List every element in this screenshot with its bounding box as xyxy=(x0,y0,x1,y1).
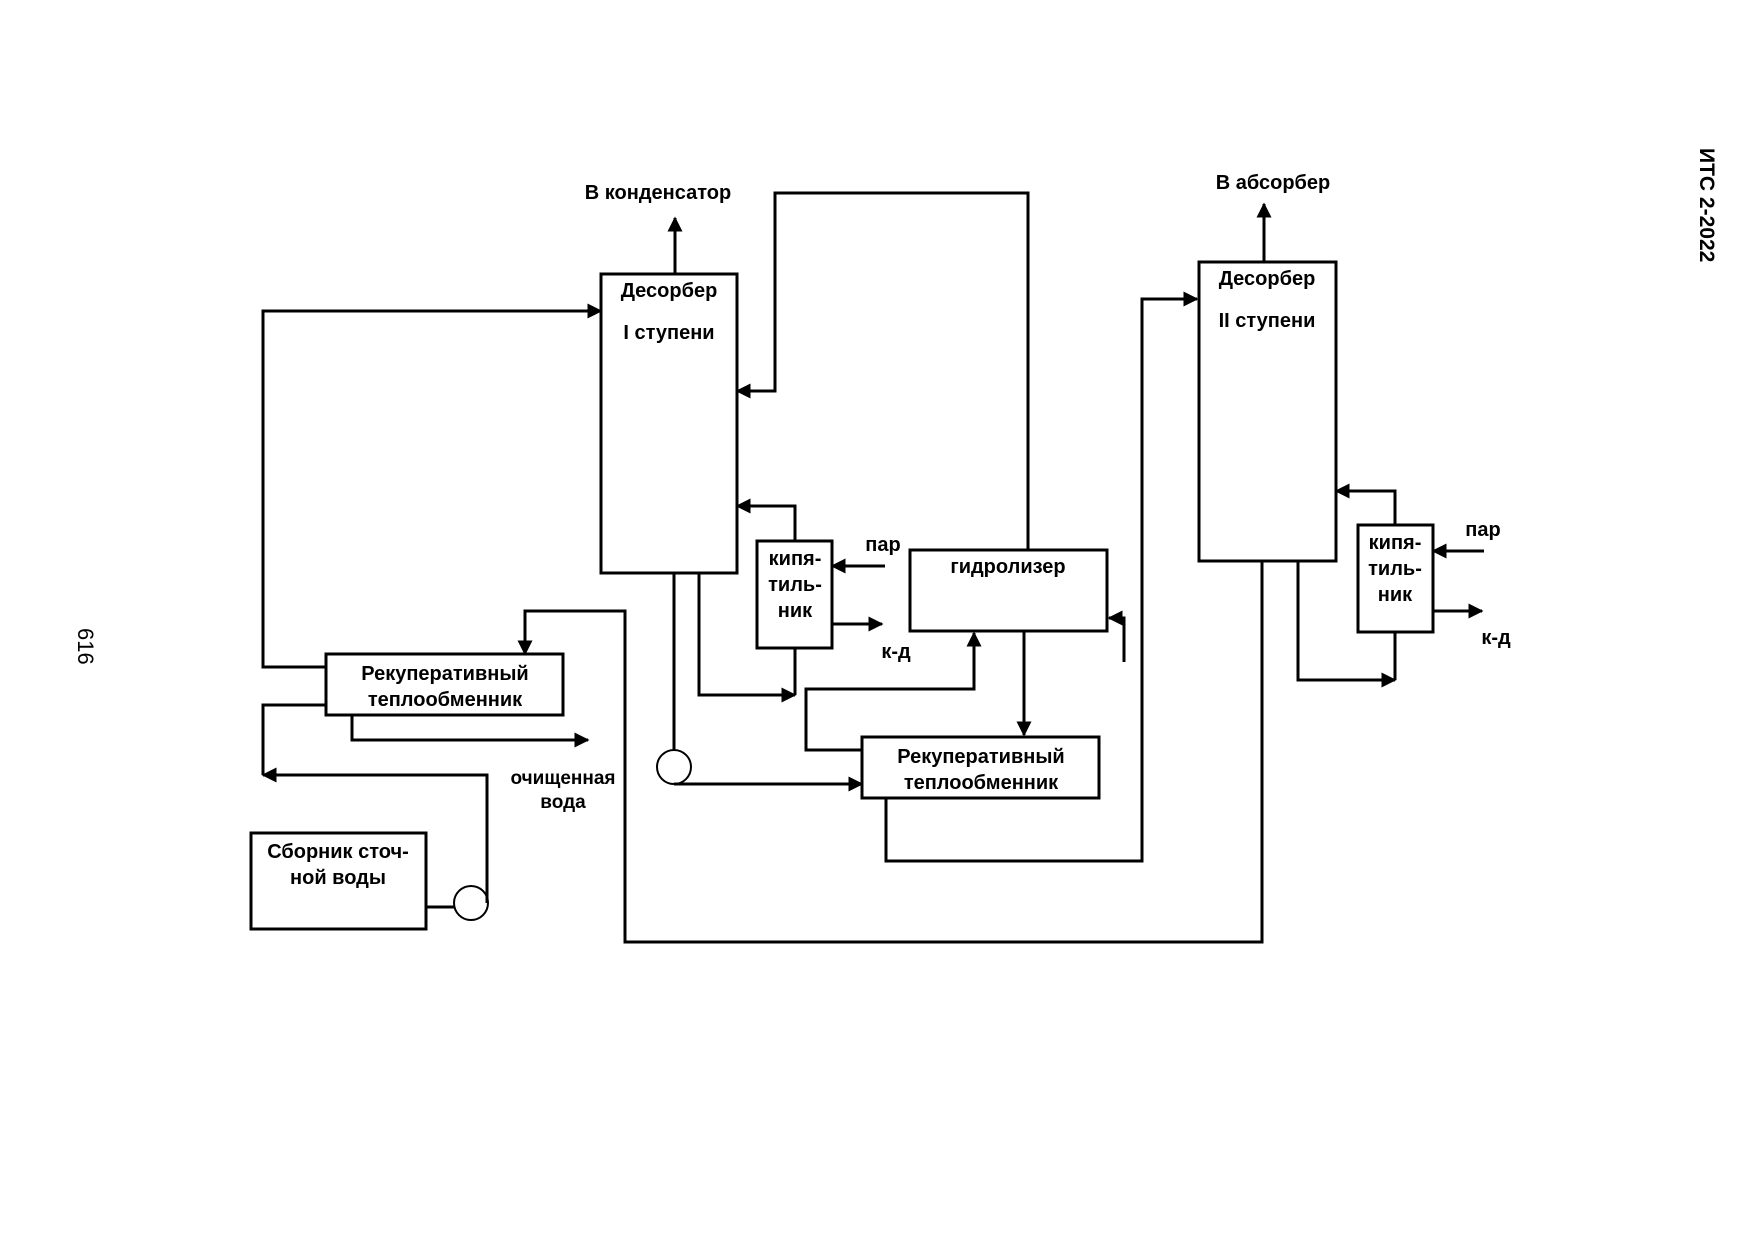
wastewater-collector xyxy=(249,831,428,931)
desorber-2-label-1: Десорбер xyxy=(1219,268,1316,290)
collector-label-1: Сборник сточ- xyxy=(267,841,409,863)
condensate-2-label: к-д xyxy=(1481,627,1511,649)
hydrolyzer xyxy=(908,548,1109,633)
to-absorber-label: В абсорбер xyxy=(1216,172,1330,194)
purified-water-label-2: вода xyxy=(540,792,586,813)
desorber-2-label-2: II ступени xyxy=(1219,310,1316,332)
heat-exchanger-2-label-2: теплообменник xyxy=(904,772,1059,794)
reboiler-2-label-2: тиль- xyxy=(1368,558,1422,580)
flow-desorber-2-to-reboiler-2 xyxy=(1296,561,1397,688)
flow-desorber-2-to-he1 xyxy=(517,561,1264,944)
pump-desorber-1 xyxy=(656,749,692,785)
flow-desorber-1-to-reboiler-1 xyxy=(697,573,797,703)
steam-1-label: пар xyxy=(865,534,900,556)
reboiler-1 xyxy=(755,539,834,650)
page-number: 616 xyxy=(73,628,98,665)
to-condenser-label: В конденсатор xyxy=(585,182,731,204)
steam-2-label: пар xyxy=(1465,519,1500,541)
flow-purified-water xyxy=(350,715,590,748)
desorber-stage-2 xyxy=(1197,260,1338,563)
hydrolyzer-label: гидролизер xyxy=(950,556,1065,578)
heat-exchanger-2 xyxy=(860,735,1101,800)
flow-reboiler-2-vapor xyxy=(1334,483,1397,525)
reboiler-1-label-3: ник xyxy=(778,600,813,622)
condensate-1-label: к-д xyxy=(881,641,911,663)
heat-exchanger-2-label-1: Рекуперативный xyxy=(897,746,1064,768)
flow-hydrolyzer-to-desorber-1 xyxy=(735,191,1030,550)
desorber-1-label-2: I ступени xyxy=(623,322,714,344)
purified-water-label-1: очищенная xyxy=(510,768,615,789)
reboiler-2-label-3: ник xyxy=(1378,584,1413,606)
flow-steam-hydrolyzer xyxy=(1107,610,1126,662)
desorber-stage-1 xyxy=(599,272,739,575)
heat-exchanger-1-label-1: Рекуперативный xyxy=(361,663,528,685)
flow-he2-to-desorber-2 xyxy=(884,291,1199,863)
flow-pump-to-he1 xyxy=(261,767,489,903)
pump-collector xyxy=(453,885,489,921)
collector-label-2: ной воды xyxy=(290,867,386,889)
desorber-1-label-1: Десорбер xyxy=(621,280,718,302)
heat-exchanger-1-label-2: теплообменник xyxy=(368,689,523,711)
reboiler-2-label-1: кипя- xyxy=(1369,532,1422,554)
heat-exchanger-1 xyxy=(324,652,565,717)
document-code: ИТС 2-2022 xyxy=(1695,148,1718,262)
flow-he2-to-hydrolyzer xyxy=(804,631,982,752)
flow-he1-branch xyxy=(261,703,326,775)
reboiler-1-label-1: кипя- xyxy=(769,548,822,570)
reboiler-1-label-2: тиль- xyxy=(768,574,822,596)
flow-reboiler-1-vapor xyxy=(735,498,797,541)
flow-he1-to-desorber-1 xyxy=(261,303,603,669)
